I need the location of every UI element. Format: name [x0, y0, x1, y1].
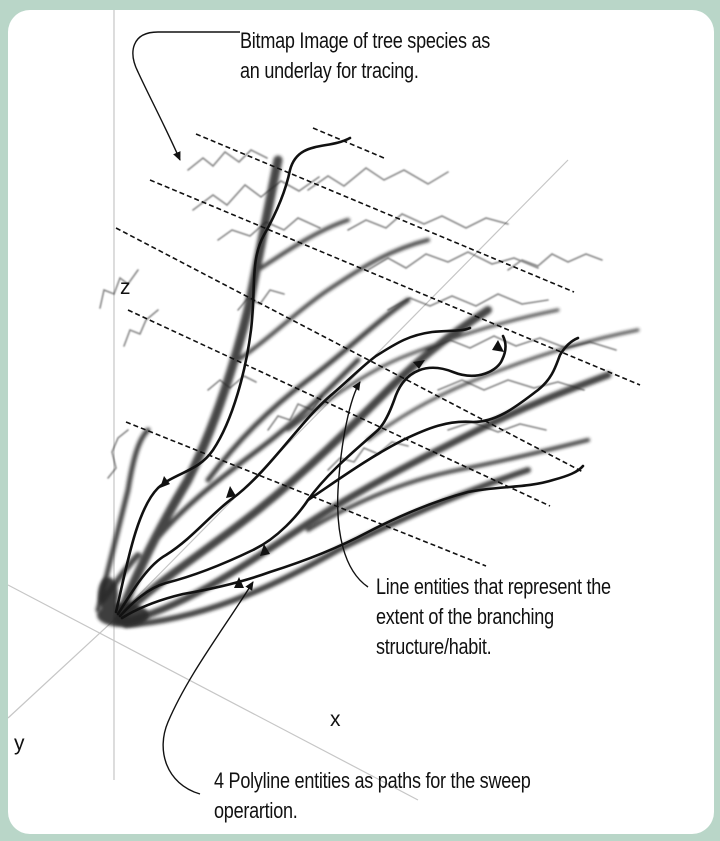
lines-leader [336, 381, 369, 588]
extent-line [149, 179, 641, 386]
x-axis-label: x [330, 708, 341, 731]
polyline-path-1 [114, 136, 352, 614]
path-direction-arrows [160, 340, 504, 588]
lines-annotation: Line entities that represent the extent … [376, 572, 611, 662]
y-axis-line [8, 584, 419, 801]
arrowhead-icon [234, 577, 244, 588]
base-axis-line [8, 619, 115, 719]
extent-line [195, 133, 575, 293]
extent-line [125, 421, 487, 567]
polyline-path-3 [118, 334, 507, 618]
arrowhead-icon [226, 486, 236, 498]
lines-annotation-line: Line entities that represent the [376, 574, 611, 599]
bitmap-annotation: Bitmap Image of tree species as an under… [240, 26, 490, 86]
extent-lines [115, 127, 641, 567]
arrowhead-icon [260, 544, 270, 556]
extent-line [312, 127, 385, 159]
arrowhead-icon [413, 360, 425, 369]
sweep-polylines [114, 136, 585, 620]
diagram-panel: Bitmap Image of tree species as an under… [8, 10, 714, 834]
polylines-annotation-line: 4 Polyline entities as paths for the swe… [214, 768, 531, 793]
bitmap-annotation-line: an underlay for tracing. [240, 58, 419, 83]
y-axis-label: y [14, 732, 25, 755]
lines-annotation-line: structure/habit. [376, 634, 492, 659]
callout-leaders [132, 31, 369, 795]
bitmap-leader [132, 31, 240, 161]
polyline-path-4b [306, 336, 580, 502]
tree-diagram [8, 10, 641, 801]
z-axis-label: z [120, 276, 131, 299]
arrowhead-icon [160, 476, 170, 488]
polyline-path-2 [116, 326, 472, 616]
arrowhead-icon [492, 340, 504, 352]
axes [8, 10, 569, 801]
bitmap-annotation-line: Bitmap Image of tree species as [240, 28, 491, 53]
polyline-path-4 [120, 464, 585, 620]
polylines-annotation: 4 Polyline entities as paths for the swe… [214, 766, 531, 826]
extent-line [127, 309, 551, 507]
lines-annotation-line: extent of the branching [376, 604, 554, 629]
extent-line [115, 227, 584, 473]
polylines-annotation-line: operartion. [214, 798, 298, 823]
polylines-leader [162, 581, 254, 795]
